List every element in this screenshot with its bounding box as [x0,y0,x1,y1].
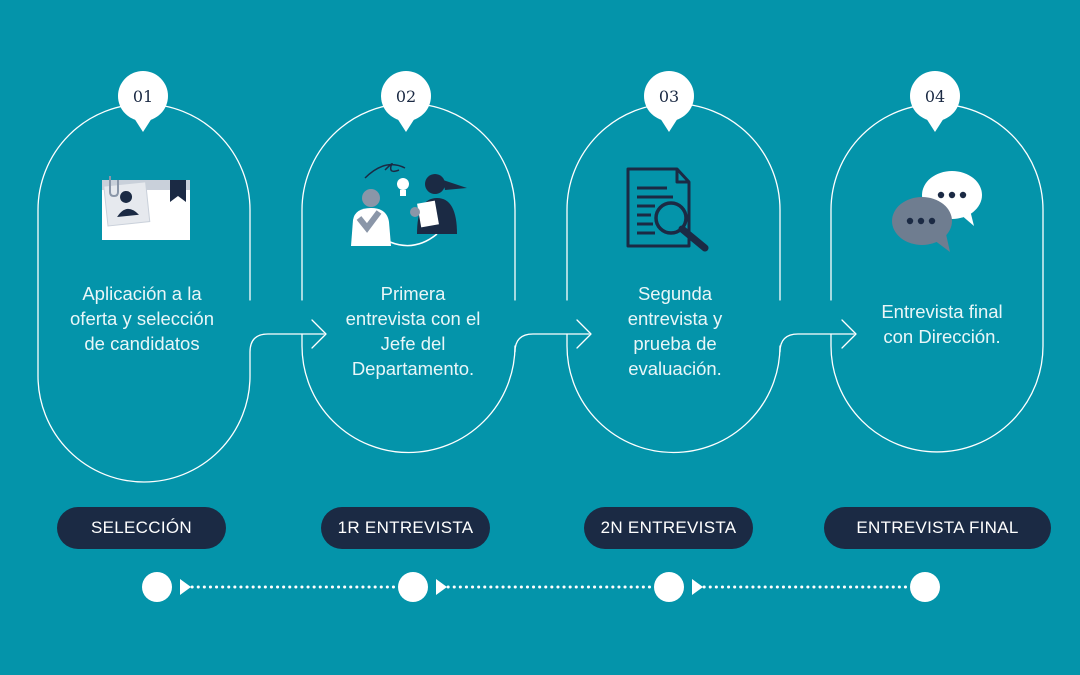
description-line: Entrevista final [881,301,1003,322]
description-line: Primera [380,283,446,304]
folder-candidate-icon [102,176,190,240]
description-line: evaluación. [628,358,722,379]
description-line: entrevista y [627,308,723,329]
timeline-arrow-icon [436,579,447,595]
timeline-node [654,572,684,602]
stage-label: ENTREVISTA FINAL [824,507,1051,549]
timeline-arrow-icon [692,579,703,595]
timeline-arrow-icon [180,579,191,595]
description-line: entrevista con el [345,308,481,329]
step-number-badge: 03 [644,71,694,132]
step-number-badge: 02 [381,71,431,132]
step-1-outline [37,103,325,483]
step-3-lower-outline [566,333,855,454]
description-line: oferta y selección [70,308,214,329]
stage-label: SELECCIÓN [57,507,226,549]
step-description: Entrevista final con Dirección. [852,299,1032,349]
interview-people-icon [351,163,467,247]
timeline-node [398,572,428,602]
step-description: Segunda entrevista y prueba de evaluació… [585,281,765,381]
description-line: Segunda [637,283,713,304]
step-number-badge: 01 [118,71,168,132]
description-line: Jefe del [380,333,446,354]
step-description: Primera entrevista con el Jefe del Depar… [323,281,503,381]
timeline-node [910,572,940,602]
step-2-lower-outline [301,333,590,454]
chat-bubbles-icon [892,171,982,252]
description-line: Aplicación a la [82,283,202,304]
step-description: Aplicación a la oferta y selección de ca… [52,281,232,356]
step-1-arrowhead [311,319,327,349]
description-line: con Dirección. [883,326,1001,347]
document-search-icon [626,167,709,252]
description-line: Departamento. [351,358,475,379]
step-2-arrowhead [576,319,592,349]
step-3-arrowhead [841,319,857,349]
stage-label: 2N ENTREVISTA [584,507,753,549]
description-line: prueba de [633,333,717,354]
step-4-outline [830,103,1044,453]
description-line: de candidatos [84,333,200,354]
stage-label: 1R ENTREVISTA [321,507,490,549]
step-number-badge: 04 [910,71,960,132]
timeline-node [142,572,172,602]
